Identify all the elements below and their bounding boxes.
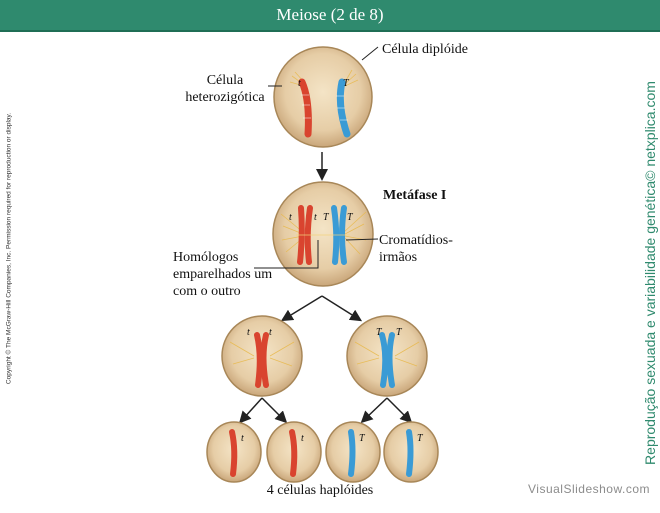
- blue-chromosome: [336, 78, 351, 138]
- homologs-label-line3: com o outro: [173, 284, 241, 299]
- slide-title: Meiose (2 de 8): [276, 5, 384, 24]
- haploid-cell-2: [266, 421, 322, 483]
- allele-label-T: T: [376, 327, 383, 338]
- homologs-label-line1: Homólogos: [173, 250, 239, 265]
- meiosis-ii-cell-right: [346, 315, 428, 397]
- allele-label-t: t: [289, 212, 292, 223]
- red-chromosome: [298, 78, 312, 138]
- arrow-split-right: [321, 295, 363, 322]
- heterozygous-cell-label-line2: heterozigótica: [185, 90, 265, 105]
- side-title: Reprodução sexuada e variabilidade genét…: [642, 81, 658, 465]
- sister-chromatids-label-line1: Cromatídios-: [379, 233, 453, 248]
- diploid-cell-label: Célula diplóide: [382, 42, 468, 57]
- allele-label-T: T: [396, 327, 403, 338]
- arrow-final-2: [261, 397, 288, 424]
- sister-chromatids-label-line2: irmãos: [379, 250, 418, 265]
- allele-label-T: T: [347, 212, 354, 223]
- sister-chromatids-leader-line: [345, 238, 379, 241]
- arrow-final-1: [238, 397, 263, 424]
- diploid-leader-line: [361, 46, 379, 61]
- metaphase-cell: [272, 181, 374, 287]
- allele-label-t: t: [247, 327, 250, 338]
- watermark: VisualSlideshow.com: [527, 482, 650, 496]
- metaphase-label: Metáfase I: [383, 188, 447, 203]
- haploid-cell-1: [206, 421, 262, 483]
- allele-label-T: T: [323, 212, 330, 223]
- allele-label-t: t: [301, 433, 304, 444]
- homologs-leader-line: [254, 240, 319, 269]
- allele-label-t: t: [314, 212, 317, 223]
- allele-label-t: t: [269, 327, 272, 338]
- allele-label-T: T: [343, 78, 350, 89]
- copyright-notice: Copyright © The McGraw-Hill Companies, I…: [5, 112, 13, 385]
- allele-label-t: t: [241, 433, 244, 444]
- meiosis-ii-cell-left: [221, 315, 303, 397]
- heterozygous-cell-label-line1: Célula: [206, 73, 244, 88]
- header-rule: [0, 30, 660, 32]
- meiosis-diagram: t T t t T T t t T T t t T T: [206, 46, 439, 483]
- haploid-cell-3: [325, 421, 381, 483]
- arrow-final-4: [386, 397, 413, 424]
- haploid-cell-4: [383, 421, 439, 483]
- homologs-label-line2: emparelhados um: [173, 267, 273, 282]
- allele-label-T: T: [417, 433, 424, 444]
- arrow-split-left: [280, 295, 323, 322]
- allele-label-T: T: [359, 433, 366, 444]
- header-bar: Meiose (2 de 8): [0, 0, 660, 32]
- haploid-cells-label: 4 células haplóides: [266, 483, 374, 498]
- diploid-cell: [273, 46, 373, 148]
- arrow-final-3: [360, 397, 388, 424]
- allele-label-t: t: [298, 78, 301, 89]
